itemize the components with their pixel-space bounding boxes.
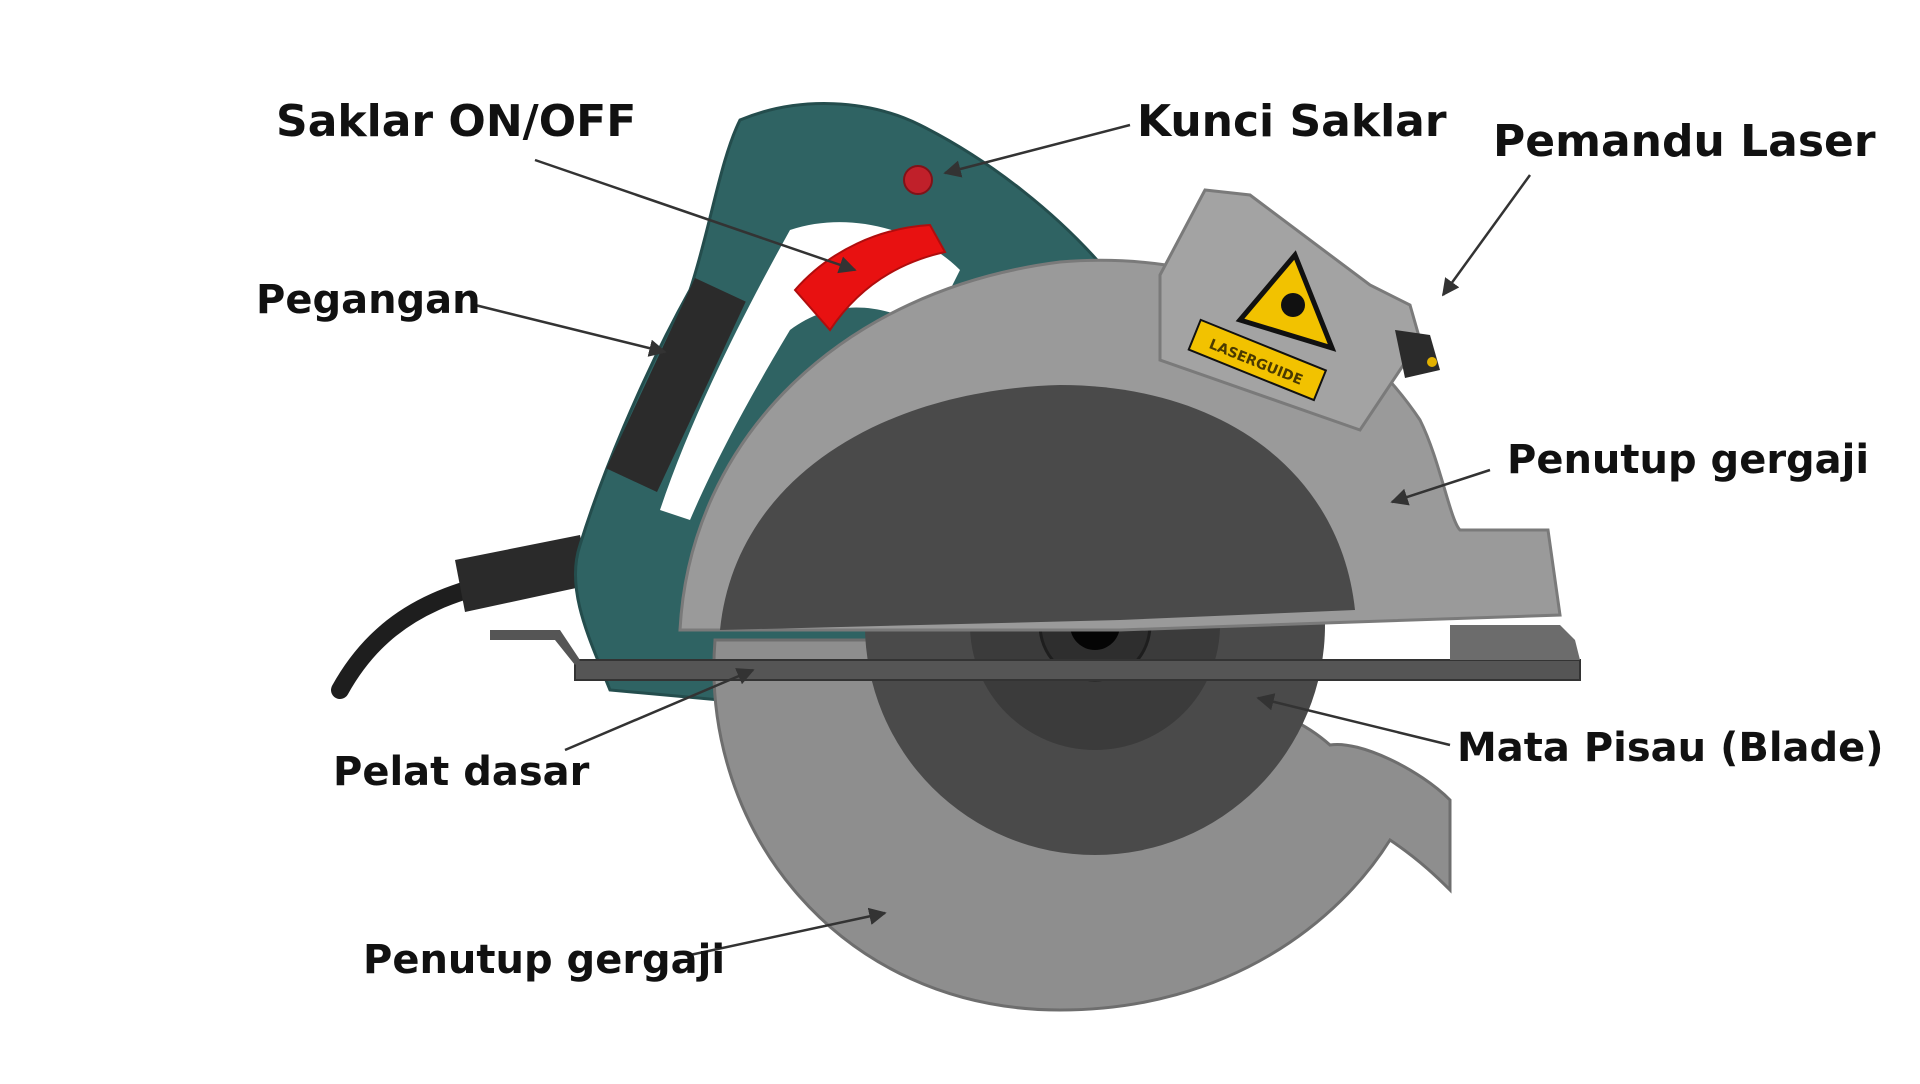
laser-warning-dot [1281,293,1305,317]
on-off-switch [793,223,947,332]
label-power-switch: Saklar ON/OFF [276,96,637,147]
label-handle: Pegangan [256,277,481,323]
leader-upper-guard [1390,468,1491,506]
handle-opening [660,222,960,520]
laser-emitter [1395,330,1440,378]
upper-guard-inner [720,385,1355,630]
leader-switch-lock [943,123,1131,178]
label-lower-guard: Penutup gergaji [363,937,726,983]
leader-handle [474,303,667,357]
leader-lower-guard [689,907,887,957]
label-laser-guide: Pemandu Laser [1493,116,1876,167]
base-plate-rear [1450,625,1580,660]
leader-blade [1256,693,1451,747]
base-plate-front-tab [490,630,580,665]
base-plate [574,659,1581,681]
cord-strain-relief [455,535,590,612]
switch-lock-button [903,165,933,195]
leader-power-switch [534,158,857,274]
label-upper-guard: Penutup gergaji [1507,437,1870,483]
leader-base-plate [564,668,755,752]
handle-grip [606,278,746,492]
label-switch-lock: Kunci Saklar [1137,96,1447,147]
label-base-plate: Pelat dasar [333,749,590,795]
label-blade: Mata Pisau (Blade) [1457,725,1884,771]
leader-laser-guide [1441,174,1532,297]
laser-sticker [1187,318,1328,402]
laser-lens [1427,357,1437,367]
